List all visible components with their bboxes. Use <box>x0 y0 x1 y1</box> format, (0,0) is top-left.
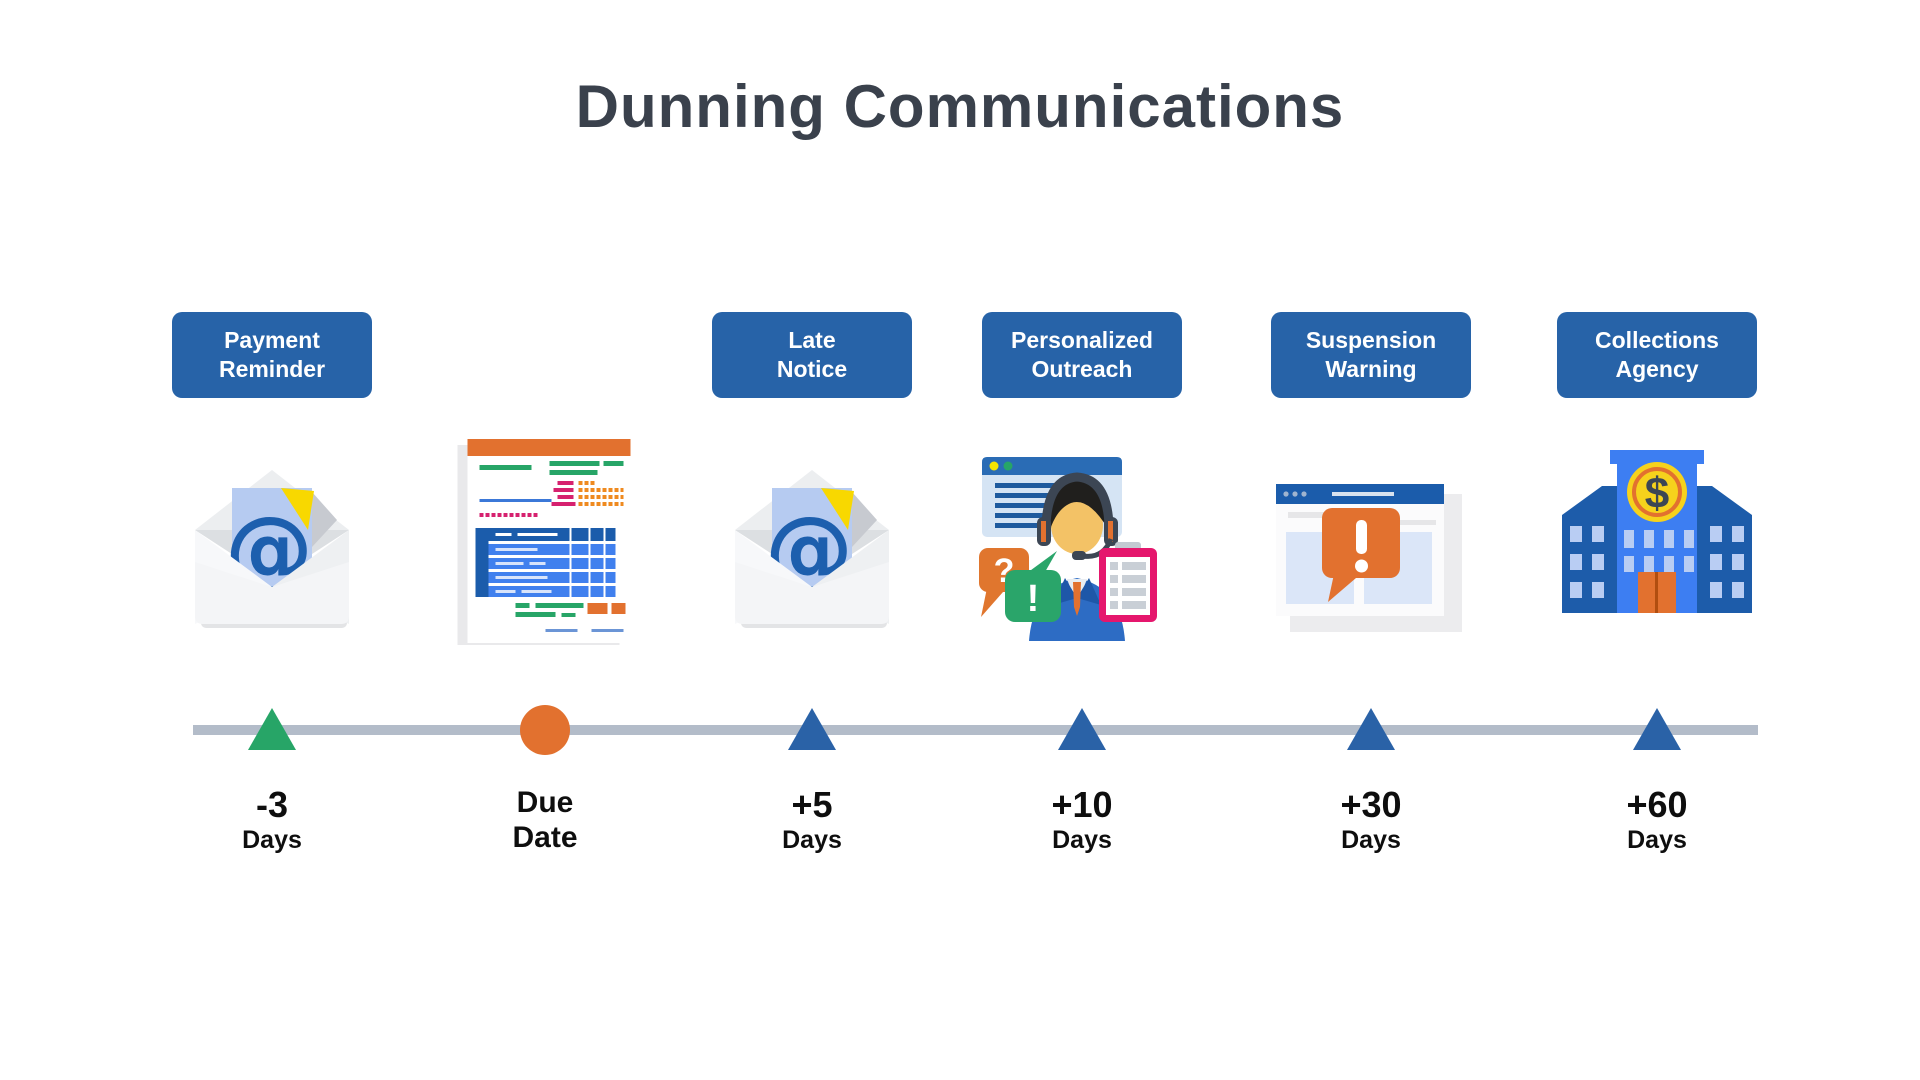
day-label-collections-agency: +60 Days <box>1547 786 1767 854</box>
day-value: +5 <box>791 784 833 825</box>
stage-payment-reminder: Payment Reminder @ -3 Days <box>162 0 382 1080</box>
day-label-due-date: Due Date <box>435 786 655 855</box>
day-value: +10 <box>1051 784 1113 825</box>
stage-suspension-warning: Suspension Warning +30 Days <box>1261 0 1481 1080</box>
support-agent-icon: ? ! <box>977 445 1187 645</box>
invoice-document-icon <box>457 433 633 648</box>
stage-label-collections-agency: Collections Agency <box>1557 312 1757 398</box>
stage-label-suspension-warning: Suspension Warning <box>1271 312 1471 398</box>
email-envelope-icon: @ <box>187 452 357 632</box>
stage-label-personalized-outreach: Personalized Outreach <box>982 312 1182 398</box>
svg-text:$: $ <box>1645 469 1669 518</box>
email-envelope-icon-svg: @ <box>195 470 349 628</box>
stage-label-payment-reminder: Payment Reminder <box>172 312 372 398</box>
timeline-marker-payment-reminder <box>248 708 296 750</box>
stage-label-late-notice: Late Notice <box>712 312 912 398</box>
support-agent-icon-svg: ? ! <box>979 457 1157 641</box>
stage-label-line2: Notice <box>776 356 848 382</box>
day-unit: Days <box>242 825 302 854</box>
stage-label-line2: Warning <box>1325 356 1417 382</box>
svg-text:!: ! <box>1027 578 1040 620</box>
timeline-marker-suspension-warning <box>1347 708 1395 750</box>
stage-late-notice: Late Notice @ +5 Days <box>702 0 922 1080</box>
timeline-marker-late-notice <box>788 708 836 750</box>
day-value: -3 <box>255 784 288 825</box>
stage-label-line1: Suspension <box>1305 327 1437 354</box>
day-label-late-notice: +5 Days <box>702 786 922 854</box>
stage-label-line2: Agency <box>1615 356 1699 382</box>
day-value: +60 <box>1626 784 1688 825</box>
day-value: Due <box>516 786 574 819</box>
stage-due-date: Due Date <box>435 0 655 1080</box>
day-label-personalized-outreach: +10 Days <box>972 786 1192 854</box>
day-label-payment-reminder: -3 Days <box>162 786 382 854</box>
timeline-marker-personalized-outreach <box>1058 708 1106 750</box>
day-unit: Date <box>512 820 578 854</box>
day-label-suspension-warning: +30 Days <box>1261 786 1481 854</box>
stage-label-line1: Payment <box>224 327 320 354</box>
stage-label-line2: Reminder <box>218 356 326 382</box>
day-unit: Days <box>1052 825 1112 854</box>
timeline-line <box>193 725 1758 735</box>
invoice-document-icon-svg <box>457 433 631 645</box>
stage-label-line1: Personalized <box>1011 327 1153 354</box>
email-envelope-icon-svg: @ <box>735 470 889 628</box>
page-title: Dunning Communications <box>575 73 1345 140</box>
bank-building-icon: $ <box>1562 448 1752 618</box>
timeline-marker-due-date <box>520 705 570 755</box>
stage-label-line1: Collections <box>1595 327 1719 354</box>
browser-warning-icon-svg <box>1276 484 1462 632</box>
day-unit: Days <box>782 825 842 854</box>
timeline-marker-collections-agency <box>1633 708 1681 750</box>
stage-personalized-outreach: Personalized Outreach <box>972 0 1192 1080</box>
day-value: +30 <box>1340 784 1402 825</box>
stage-label-line2: Outreach <box>1031 356 1133 382</box>
browser-warning-icon <box>1276 478 1466 638</box>
stage-label-line1: Late <box>788 327 836 354</box>
email-envelope-icon: @ <box>727 452 897 632</box>
day-unit: Days <box>1341 825 1401 854</box>
bank-building-icon-svg: $ <box>1562 450 1752 613</box>
stage-collections-agency: Collections Agency <box>1547 0 1767 1080</box>
day-unit: Days <box>1627 825 1687 854</box>
